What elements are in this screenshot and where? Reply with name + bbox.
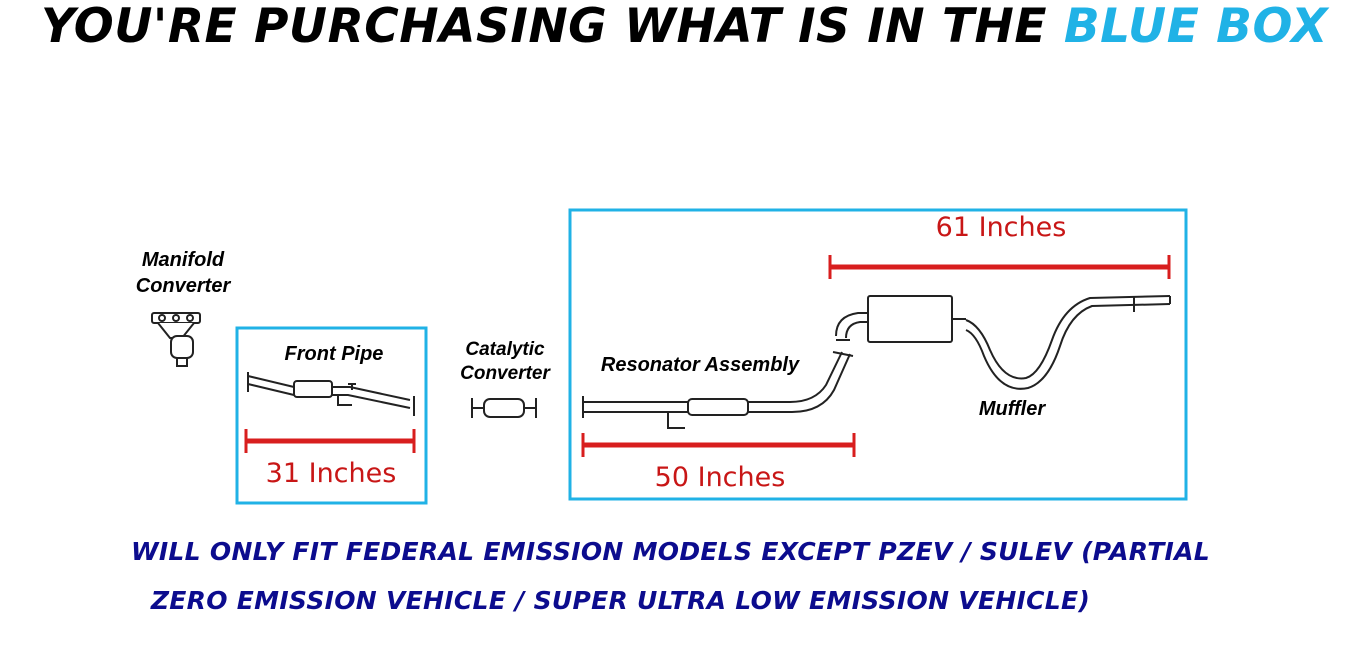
- resonator-measure-bar: [581, 433, 856, 457]
- catalytic-converter-label-line1: Catalytic: [465, 339, 545, 360]
- front-pipe-drawing: [247, 372, 415, 416]
- headline: YOU'RE PURCHASING WHAT IS IN THE BLUE BO…: [0, 0, 1361, 58]
- fitment-notice-line2: ZERO EMISSION VEHICLE / SUPER ULTRA LOW …: [150, 586, 1091, 615]
- headline-prefix: YOU'RE PURCHASING WHAT IS IN THE: [40, 0, 1047, 54]
- muffler-drawing: [835, 295, 1171, 390]
- muffler-label: Muffler: [978, 398, 1046, 420]
- catalytic-converter-label: Catalytic Converter: [446, 338, 564, 386]
- front-pipe-label: Front Pipe: [284, 343, 384, 365]
- manifold-converter-drawing: [151, 312, 201, 367]
- headline-highlight: BLUE BOX: [1063, 0, 1329, 54]
- resonator-measurement: 50 Inches: [654, 462, 786, 493]
- resonator-assembly-drawing: [582, 351, 854, 429]
- manifold-converter-label: Manifold Converter: [122, 247, 244, 299]
- muffler-measure-bar: [828, 255, 1171, 279]
- muffler-section-measurement: 61 Inches: [935, 212, 1067, 243]
- front-pipe-measure-bar: [244, 429, 416, 453]
- rear-section-box: [568, 208, 1188, 501]
- resonator-assembly-label: Resonator Assembly: [600, 354, 800, 376]
- catalytic-converter-label-line2: Converter: [460, 363, 550, 384]
- manifold-converter-label-line1: Manifold: [141, 249, 225, 271]
- catalytic-converter-drawing: [471, 398, 537, 418]
- front-pipe-measurement: 31 Inches: [265, 458, 397, 489]
- front-pipe-box: [235, 326, 428, 505]
- fitment-notice-line1: WILL ONLY FIT FEDERAL EMISSION MODELS EX…: [130, 537, 1211, 566]
- manifold-converter-label-line2: Converter: [135, 275, 231, 297]
